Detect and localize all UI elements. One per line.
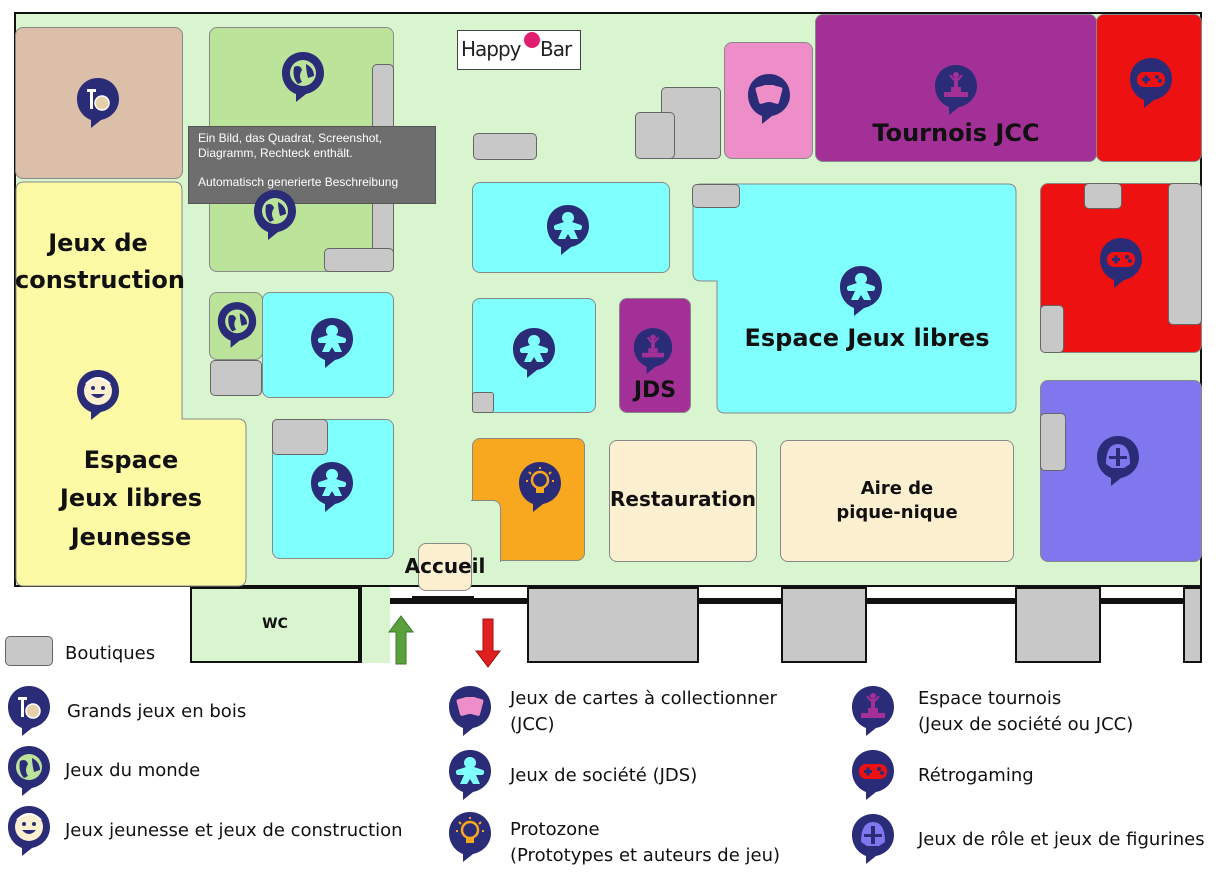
zone-picnic [780, 440, 1014, 562]
legend-boutiques: Boutiques [65, 643, 156, 664]
shop-retro-2 [1168, 183, 1202, 325]
up-arrow-icon [388, 615, 414, 665]
legend-protozone-line2: (Prototypes et auteurs de jeu) [510, 845, 781, 866]
shop-retro-1 [1084, 183, 1122, 209]
legend-jcc-line2: (JCC) [510, 714, 555, 735]
legend-protozone: Protozone (Prototypes et auteurs de jeu) [510, 817, 780, 869]
label-picnic-line2: pique-nique [836, 502, 958, 523]
label-accueil: Accueil [404, 554, 486, 578]
shop-bottom-1 [527, 587, 699, 663]
globe-icon [280, 50, 326, 104]
label-construction-line1: Jeux de [48, 229, 148, 257]
label-youth-line1: Espace [83, 446, 179, 474]
legend-tournois-line2: (Jeux de société ou JCC) [918, 714, 1134, 735]
label-construction: Jeux de construction [15, 225, 185, 299]
tooltip-line2: Diagramm, Rechteck enthält. [198, 146, 353, 160]
label-construction-line2: construction [15, 266, 185, 295]
kid-face-icon [6, 804, 52, 858]
wood-game-icon [6, 684, 52, 738]
legend-jcc-line1: Jeux de cartes à collectionner [510, 688, 777, 709]
image-alt-tooltip: Ein Bild, das Quadrat, Screenshot, Diagr… [188, 126, 436, 204]
shop-free-play [692, 184, 740, 208]
meeple-icon [309, 460, 355, 514]
down-arrow-icon [475, 618, 501, 668]
zone-restauration [609, 440, 757, 562]
legend-jds: Jeux de société (JDS) [510, 765, 698, 786]
gamepad-icon [850, 748, 896, 802]
legend-jeux-jeunesse: Jeux jeunesse et jeux de construction [65, 820, 403, 841]
cards-icon [447, 684, 493, 738]
legend-jcc: Jeux de cartes à collectionner (JCC) [510, 686, 777, 738]
happy-bar-dot-icon [524, 32, 540, 48]
shop-roleplay [1040, 413, 1066, 471]
happy-bar-logo-left: Happy [461, 37, 522, 61]
label-picnic: Aire de pique-nique [780, 477, 1014, 525]
shop-top-2 [635, 112, 675, 159]
podium-icon [933, 63, 979, 117]
lightbulb-icon [517, 460, 563, 514]
gamepad-icon [1128, 56, 1174, 110]
label-youth-line2: Jeux libres [59, 484, 203, 513]
helmet-icon [850, 812, 896, 866]
label-espace-jeux-libres: Espace Jeux libres [744, 324, 990, 352]
kid-face-icon [75, 368, 121, 422]
shop-world-2 [324, 248, 394, 272]
meeple-icon [838, 264, 884, 318]
label-tournois-jcc: Tournois JCC [872, 119, 1040, 147]
legend-tournois: Espace tournois (Jeux de société ou JCC) [918, 686, 1133, 738]
lightbulb-icon [447, 810, 493, 864]
wc-room [190, 587, 360, 663]
shop-board-2 [272, 419, 328, 455]
corridor-segment [699, 598, 781, 604]
happy-bar-logo-right: Bar [540, 37, 572, 61]
shop-world-3 [210, 360, 262, 396]
legend-tournois-line1: Espace tournois [918, 688, 1062, 709]
podium-icon [632, 326, 674, 376]
podium-icon [850, 684, 896, 738]
cards-icon [746, 72, 792, 126]
notch-protozone [471, 500, 501, 562]
globe-icon [216, 300, 258, 350]
label-youth-line3: Jeunesse [70, 522, 192, 551]
entrance-post-1 [360, 587, 390, 663]
tooltip-line1: Ein Bild, das Quadrat, Screenshot, [198, 131, 383, 145]
legend-retrogaming: Rétrogaming [918, 765, 1034, 786]
legend-grands-jeux-bois: Grands jeux en bois [67, 701, 247, 722]
globe-icon [252, 188, 298, 242]
shop-bottom-3 [1015, 587, 1101, 663]
happy-bar-logo: Happy Bar [457, 30, 581, 70]
meeple-icon [447, 748, 493, 802]
zone-wood-games [15, 27, 183, 179]
legend-jeux-monde: Jeux du monde [65, 760, 201, 781]
label-picnic-line1: Aire de [860, 478, 934, 499]
shop-bottom-2 [781, 587, 867, 663]
tooltip-line3: Automatisch generierte Beschreibung [198, 175, 399, 189]
wc-label: WC [262, 616, 288, 632]
label-restauration: Restauration [610, 487, 756, 511]
zone-accueil [418, 543, 472, 591]
shop-retro-3 [1040, 305, 1064, 353]
zone-youth [15, 181, 247, 587]
shop-center-1 [473, 133, 537, 160]
label-youth: Espace Jeux libres Jeunesse [15, 441, 247, 556]
helmet-icon [1095, 434, 1141, 488]
wood-game-icon [75, 76, 121, 130]
meeple-icon [545, 203, 591, 257]
meeple-icon [511, 326, 557, 380]
shop-bottom-4 [1183, 587, 1202, 663]
shop-center-2 [472, 392, 494, 413]
entrance-gap-line [412, 596, 474, 600]
label-jds: JDS [633, 378, 677, 403]
boutiques-swatch [5, 636, 53, 666]
legend-protozone-line1: Protozone [510, 819, 600, 840]
legend-jdr: Jeux de rôle et jeux de figurines [918, 829, 1205, 850]
gamepad-icon [1098, 236, 1144, 290]
meeple-icon [309, 316, 355, 370]
globe-icon [6, 744, 52, 798]
